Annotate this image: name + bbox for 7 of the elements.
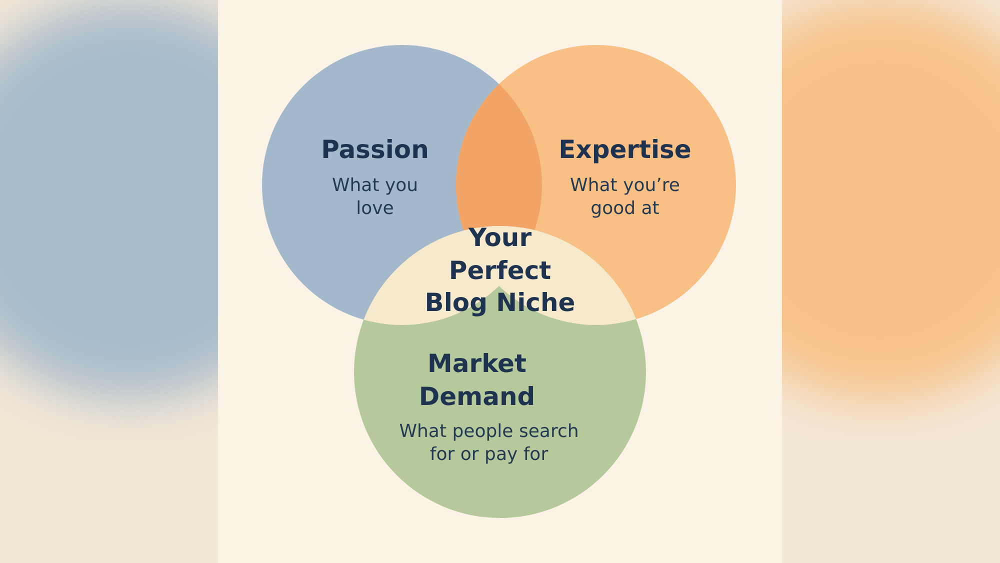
circle-description: What people search for or pay for — [398, 420, 580, 467]
circle-description: What you love — [330, 174, 420, 221]
circle-title: Market Demand — [418, 348, 536, 412]
circle-title: Your Perfect Blog Niche — [424, 222, 576, 319]
circle-description: What you’re good at — [569, 174, 681, 221]
circle-title: Expertise — [558, 134, 692, 166]
circle-title: Passion — [320, 134, 430, 166]
